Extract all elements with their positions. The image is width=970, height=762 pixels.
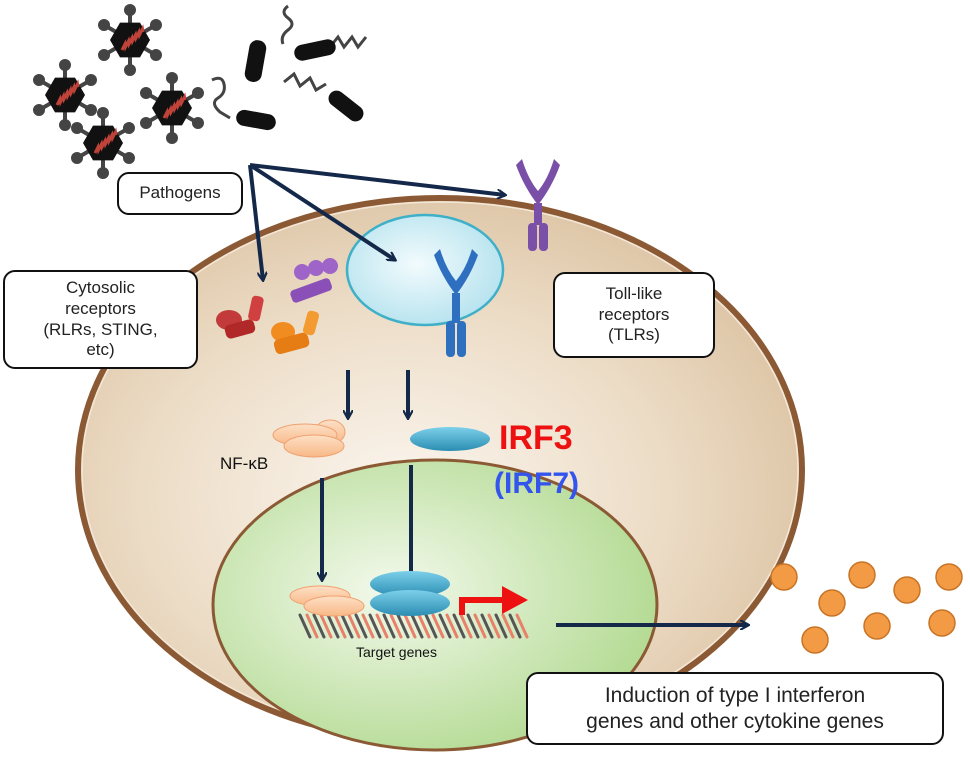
dna-strand-segment (403, 613, 417, 639)
arrow-pathogens-to-endosome (248, 163, 395, 260)
dna-strand-segment (354, 613, 368, 639)
dna-strand-segment (515, 613, 529, 639)
virus (33, 59, 97, 131)
dna-strand-segment (389, 613, 403, 639)
irf3-label: IRF3 (499, 419, 573, 457)
dna-strand-segment (375, 613, 389, 639)
irf7-label: (IRF7) (494, 467, 579, 500)
dna-strand-segment (473, 613, 487, 639)
cytosolic-line: receptors (65, 298, 136, 318)
dna-strand-segment (305, 613, 319, 639)
bacteria-group (211, 4, 368, 131)
dna-strand-segment (410, 613, 424, 639)
dna-strand-segment (368, 613, 382, 639)
cytokine (935, 563, 963, 591)
dna-strand-segment (396, 613, 410, 639)
tlr-membrane-receptor (516, 159, 560, 251)
endosome (345, 213, 505, 327)
dna-strand-segment (494, 613, 508, 639)
tlr-line: receptors (598, 304, 670, 324)
dna-strand-segment (382, 613, 396, 639)
receptor-purple (290, 258, 338, 303)
arrow-pathogens-to-tlr (249, 163, 505, 195)
tlr-line: (TLRs) (608, 325, 660, 345)
nfkb-label: NF-κB (220, 454, 269, 473)
rlr-red (216, 295, 264, 339)
dna-strand-segment (312, 613, 326, 639)
virus-group (33, 4, 204, 179)
virus (71, 107, 135, 179)
dna-strand-segment (326, 613, 340, 639)
dna-strand-segment (319, 613, 333, 639)
pathogens-label-text: Pathogens (139, 183, 221, 203)
virus (98, 4, 162, 76)
dna-strand-segment (347, 613, 361, 639)
virus (140, 72, 204, 144)
irf3-dimer-bound (370, 571, 450, 616)
arrow-pathogens-to-cytosolic (248, 164, 263, 280)
dna-strand-segment (361, 613, 375, 639)
dna-strand-segment (466, 613, 480, 639)
transcription-start-arrow (459, 586, 528, 615)
bacterium (211, 76, 276, 131)
dna-strand-segment (508, 613, 522, 639)
tlr-endosomal-receptor (434, 249, 478, 357)
cytokine (818, 589, 846, 617)
induction-label: Induction of type I interferon genes and… (526, 672, 944, 745)
cytokine (863, 612, 891, 640)
sting-orange (271, 310, 320, 355)
cytokine-group (770, 561, 963, 654)
cytokine (893, 576, 921, 604)
cytosolic-receptor-shapes (216, 258, 338, 355)
dna-strand-segment (298, 613, 312, 639)
dna-strand-segment (459, 613, 473, 639)
dna-strand-segment (452, 613, 466, 639)
bacterium (244, 4, 294, 82)
dna-strand-segment (480, 613, 494, 639)
induction-line: Induction of type I interferon (604, 683, 866, 707)
nfkb-bound (289, 585, 365, 617)
dna-strand-segment (431, 613, 445, 639)
dna-strand-segment (424, 613, 438, 639)
dna-strand-segment (438, 613, 452, 639)
dna-strand-segment (445, 613, 459, 639)
bacterium (294, 34, 368, 61)
target-genes-label: Target genes (356, 644, 437, 660)
cytokine (928, 609, 956, 637)
cytokine (801, 626, 829, 654)
dna-strand-segment (501, 613, 515, 639)
dna-helix (298, 613, 529, 639)
dna-strand-segment (487, 613, 501, 639)
induction-line: genes and other cytokine genes (586, 709, 884, 733)
dna-strand-segment (340, 613, 354, 639)
tlr-label: Toll-like receptors (TLRs) (553, 272, 715, 358)
dna-strand-segment (417, 613, 431, 639)
tlr-line: Toll-like (605, 283, 663, 303)
bacterium (283, 71, 364, 122)
cytosolic-line: etc) (86, 340, 115, 360)
pathogens-label: Pathogens (117, 172, 243, 215)
irf3-protein (410, 427, 490, 451)
cytosolic-line: Cytosolic (66, 278, 135, 298)
cytokine (770, 563, 798, 591)
cytokine (848, 561, 876, 589)
dna-strand-segment (333, 613, 347, 639)
nfkb-complex (272, 419, 346, 458)
cytosolic-line: (RLRs, STING, (43, 319, 158, 339)
arrows (248, 163, 748, 625)
cytosolic-receptors-label: Cytosolic receptors (RLRs, STING, etc) (3, 270, 198, 369)
